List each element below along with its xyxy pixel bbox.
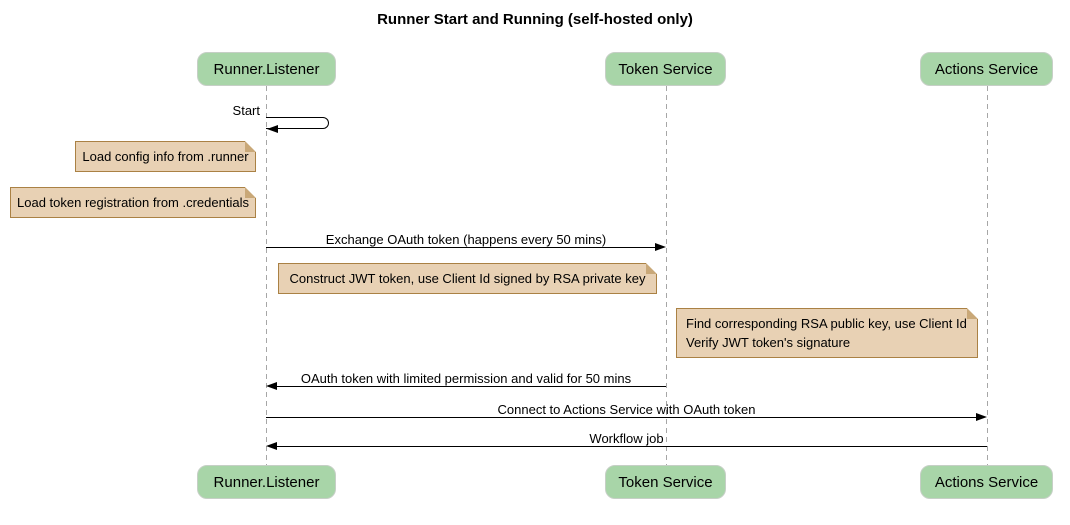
arrowhead-left-icon (266, 442, 277, 450)
arrowhead-left-icon (267, 125, 278, 133)
message-oauth-return-line (277, 386, 666, 387)
note-text: Load config info from .runner (82, 149, 249, 164)
participant-runner-listener-top: Runner.Listener (197, 52, 336, 86)
note-text-line2: Verify JWT token's signature (686, 335, 851, 350)
participant-label: Runner.Listener (213, 60, 320, 78)
participant-label: Actions Service (934, 473, 1039, 491)
note-verify-jwt: Find corresponding RSA public key, use C… (676, 308, 978, 358)
lifeline-actions-service (987, 86, 988, 465)
arrowhead-right-icon (655, 243, 666, 251)
arrowhead-left-icon (266, 382, 277, 390)
participant-label: Runner.Listener (213, 473, 320, 491)
participant-label: Actions Service (934, 60, 1039, 78)
participant-runner-listener-bottom: Runner.Listener (197, 465, 336, 499)
message-connect-actions-label: Connect to Actions Service with OAuth to… (497, 402, 756, 417)
note-construct-jwt: Construct JWT token, use Client Id signe… (278, 263, 657, 294)
self-message-start-loop (266, 117, 329, 129)
note-text: Load token registration from .credential… (17, 195, 249, 210)
message-exchange-oauth-line (266, 247, 656, 248)
note-load-token-registration: Load token registration from .credential… (10, 187, 256, 218)
message-workflow-job-line (277, 446, 987, 447)
participant-token-service-top: Token Service (605, 52, 726, 86)
lifeline-token-service (666, 86, 667, 465)
message-workflow-job-label: Workflow job (589, 431, 664, 446)
message-oauth-return-label: OAuth token with limited permission and … (300, 371, 632, 386)
note-load-config: Load config info from .runner (75, 141, 256, 172)
participant-actions-service-top: Actions Service (920, 52, 1053, 86)
participant-label: Token Service (618, 473, 713, 491)
diagram-title: Runner Start and Running (self-hosted on… (377, 11, 693, 28)
self-message-start-label: Start (232, 103, 260, 118)
note-text: Construct JWT token, use Client Id signe… (289, 271, 646, 286)
participant-actions-service-bottom: Actions Service (920, 465, 1053, 499)
participant-label: Token Service (618, 60, 713, 78)
message-exchange-oauth-label: Exchange OAuth token (happens every 50 m… (325, 232, 607, 247)
lifeline-runner-listener (266, 86, 267, 465)
arrowhead-right-icon (976, 413, 987, 421)
participant-token-service-bottom: Token Service (605, 465, 726, 499)
message-connect-actions-line (266, 417, 977, 418)
note-text-line1: Find corresponding RSA public key, use C… (686, 316, 967, 331)
